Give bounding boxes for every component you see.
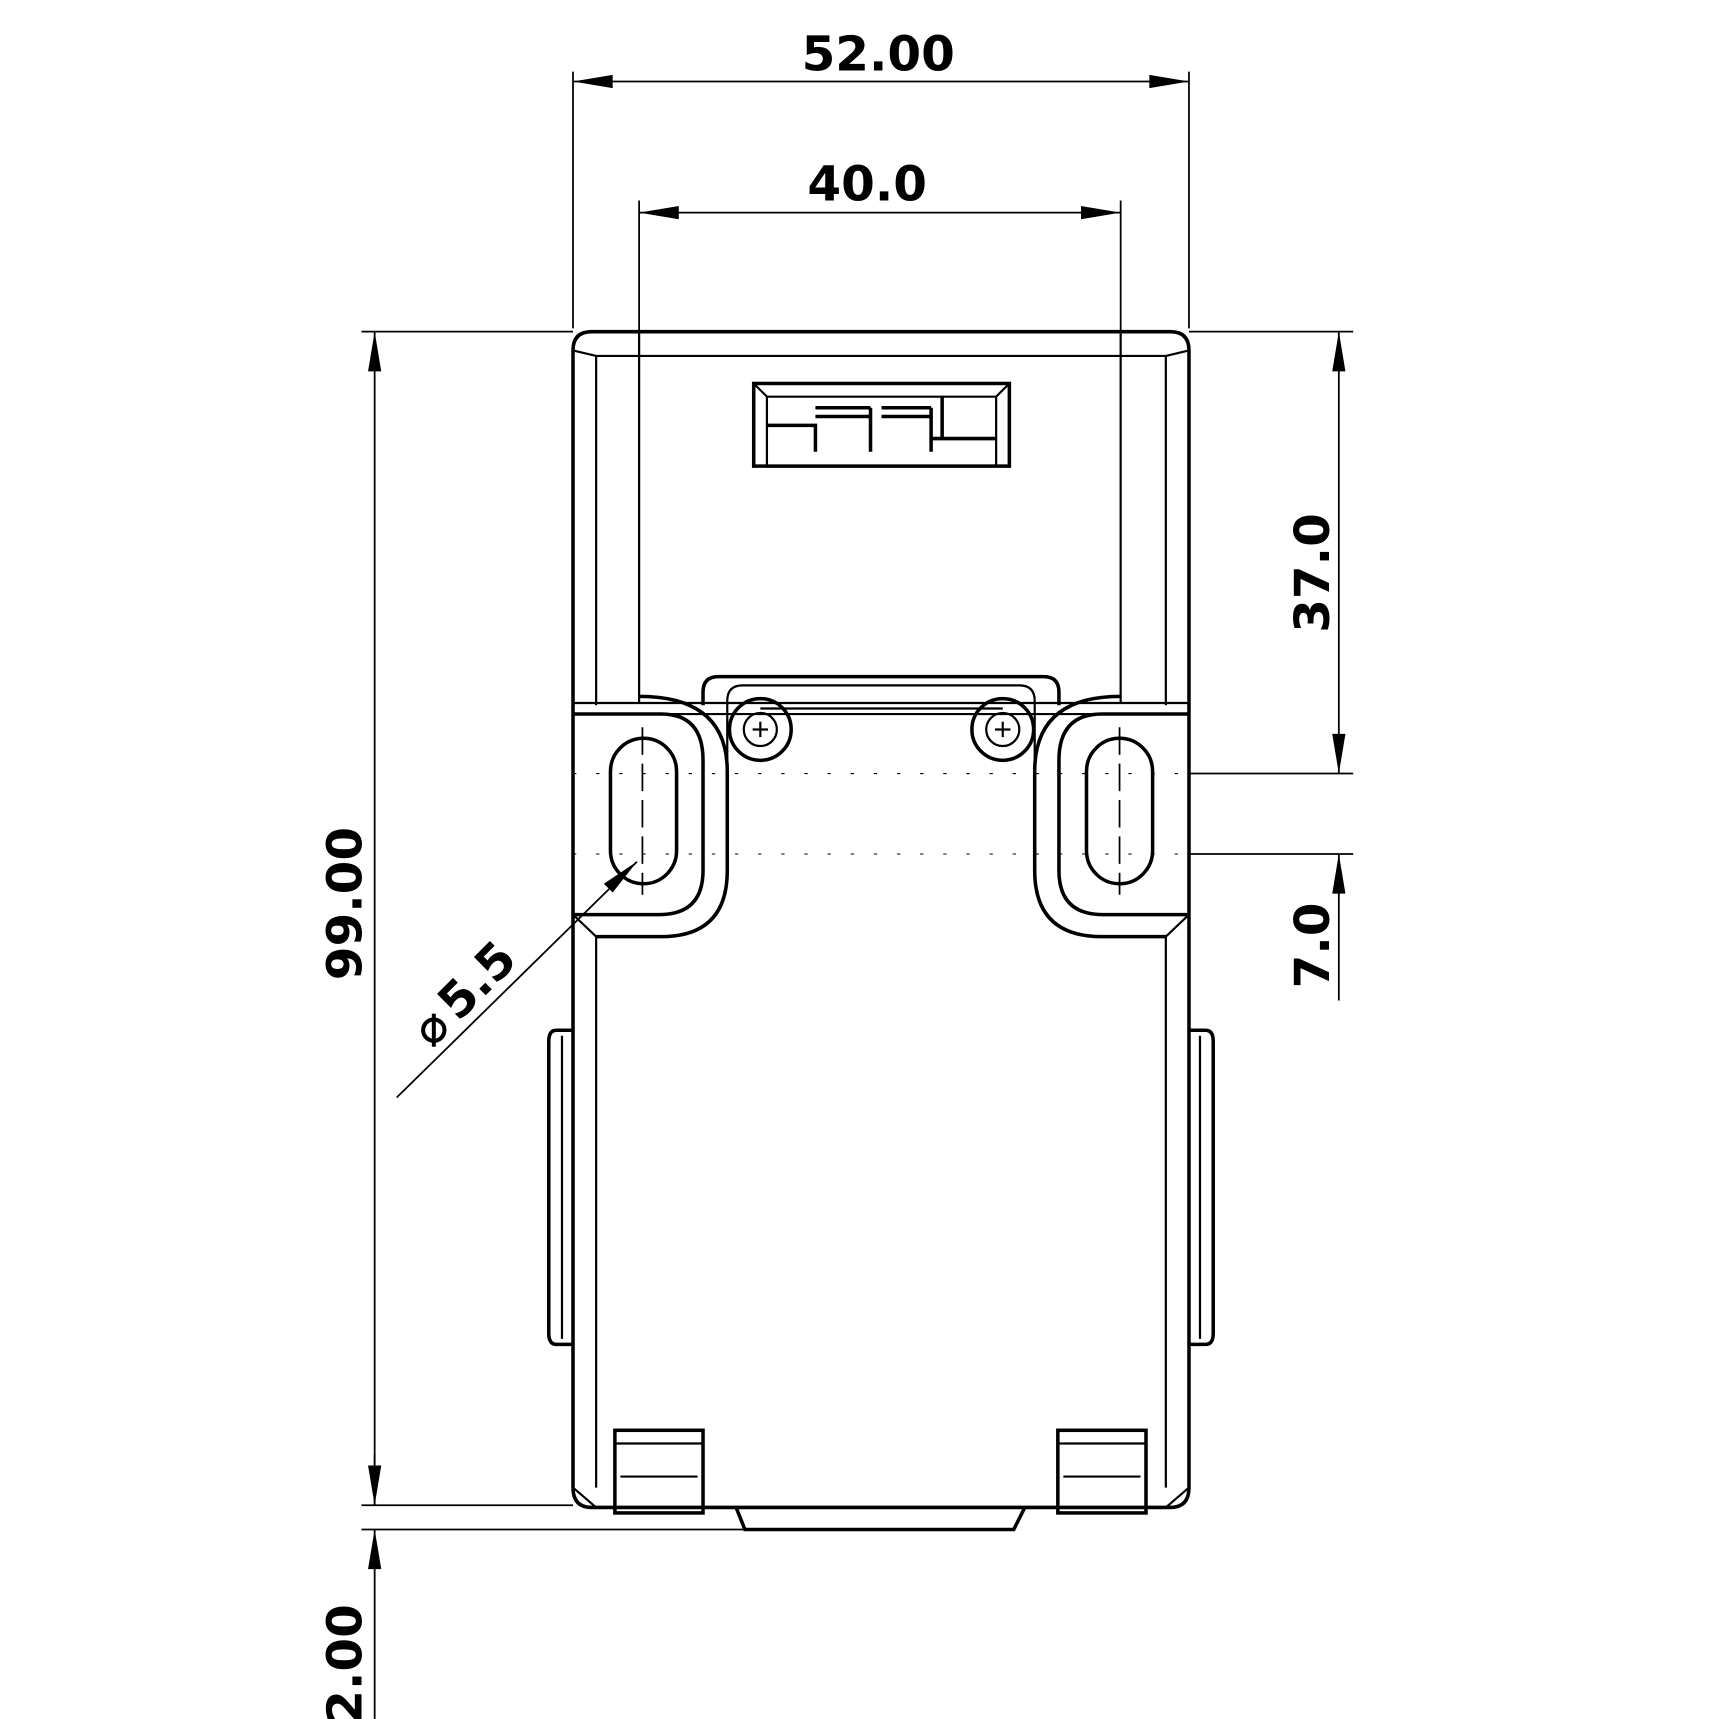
dimension-overall-height: 99.00 (317, 330, 573, 1507)
dimension-top-to-slot: 37.0 (1188, 330, 1354, 775)
mounting-ear-left (573, 694, 730, 939)
dimension-label-7: 7.0 (1285, 903, 1341, 989)
screw-left (727, 696, 793, 763)
screw-right (970, 696, 1036, 763)
latch-right (1056, 1428, 1148, 1515)
dimension-label-99: 99.00 (317, 827, 373, 980)
dimension-label-40: 40.0 (807, 157, 927, 213)
dimension-label-52: 52.00 (802, 27, 955, 83)
cover-plate (701, 674, 1061, 860)
side-clip-right (1188, 1028, 1215, 1347)
dimension-hole-spacing: 40.0 (638, 157, 1122, 331)
mounting-ear-right (1032, 694, 1189, 939)
housing-outline (571, 329, 1191, 1510)
dimension-label-37: 37.0 (1285, 513, 1341, 633)
dimension-hole-diameter: ⌀ 5.5 (396, 861, 638, 1099)
dimension-bottom-offset: 2.00 (317, 1454, 745, 1719)
dimension-overall-width: 52.00 (572, 27, 1190, 329)
connector-port (751, 381, 1012, 468)
bottom-tab (734, 1506, 1027, 1532)
dimension-label-2: 2.00 (317, 1604, 373, 1719)
dimension-label-5-5: 5.5 (427, 931, 527, 1031)
dimension-slot-length: 7.0 (1188, 853, 1354, 1001)
side-clip-left (546, 1028, 573, 1347)
latch-left (613, 1428, 705, 1515)
